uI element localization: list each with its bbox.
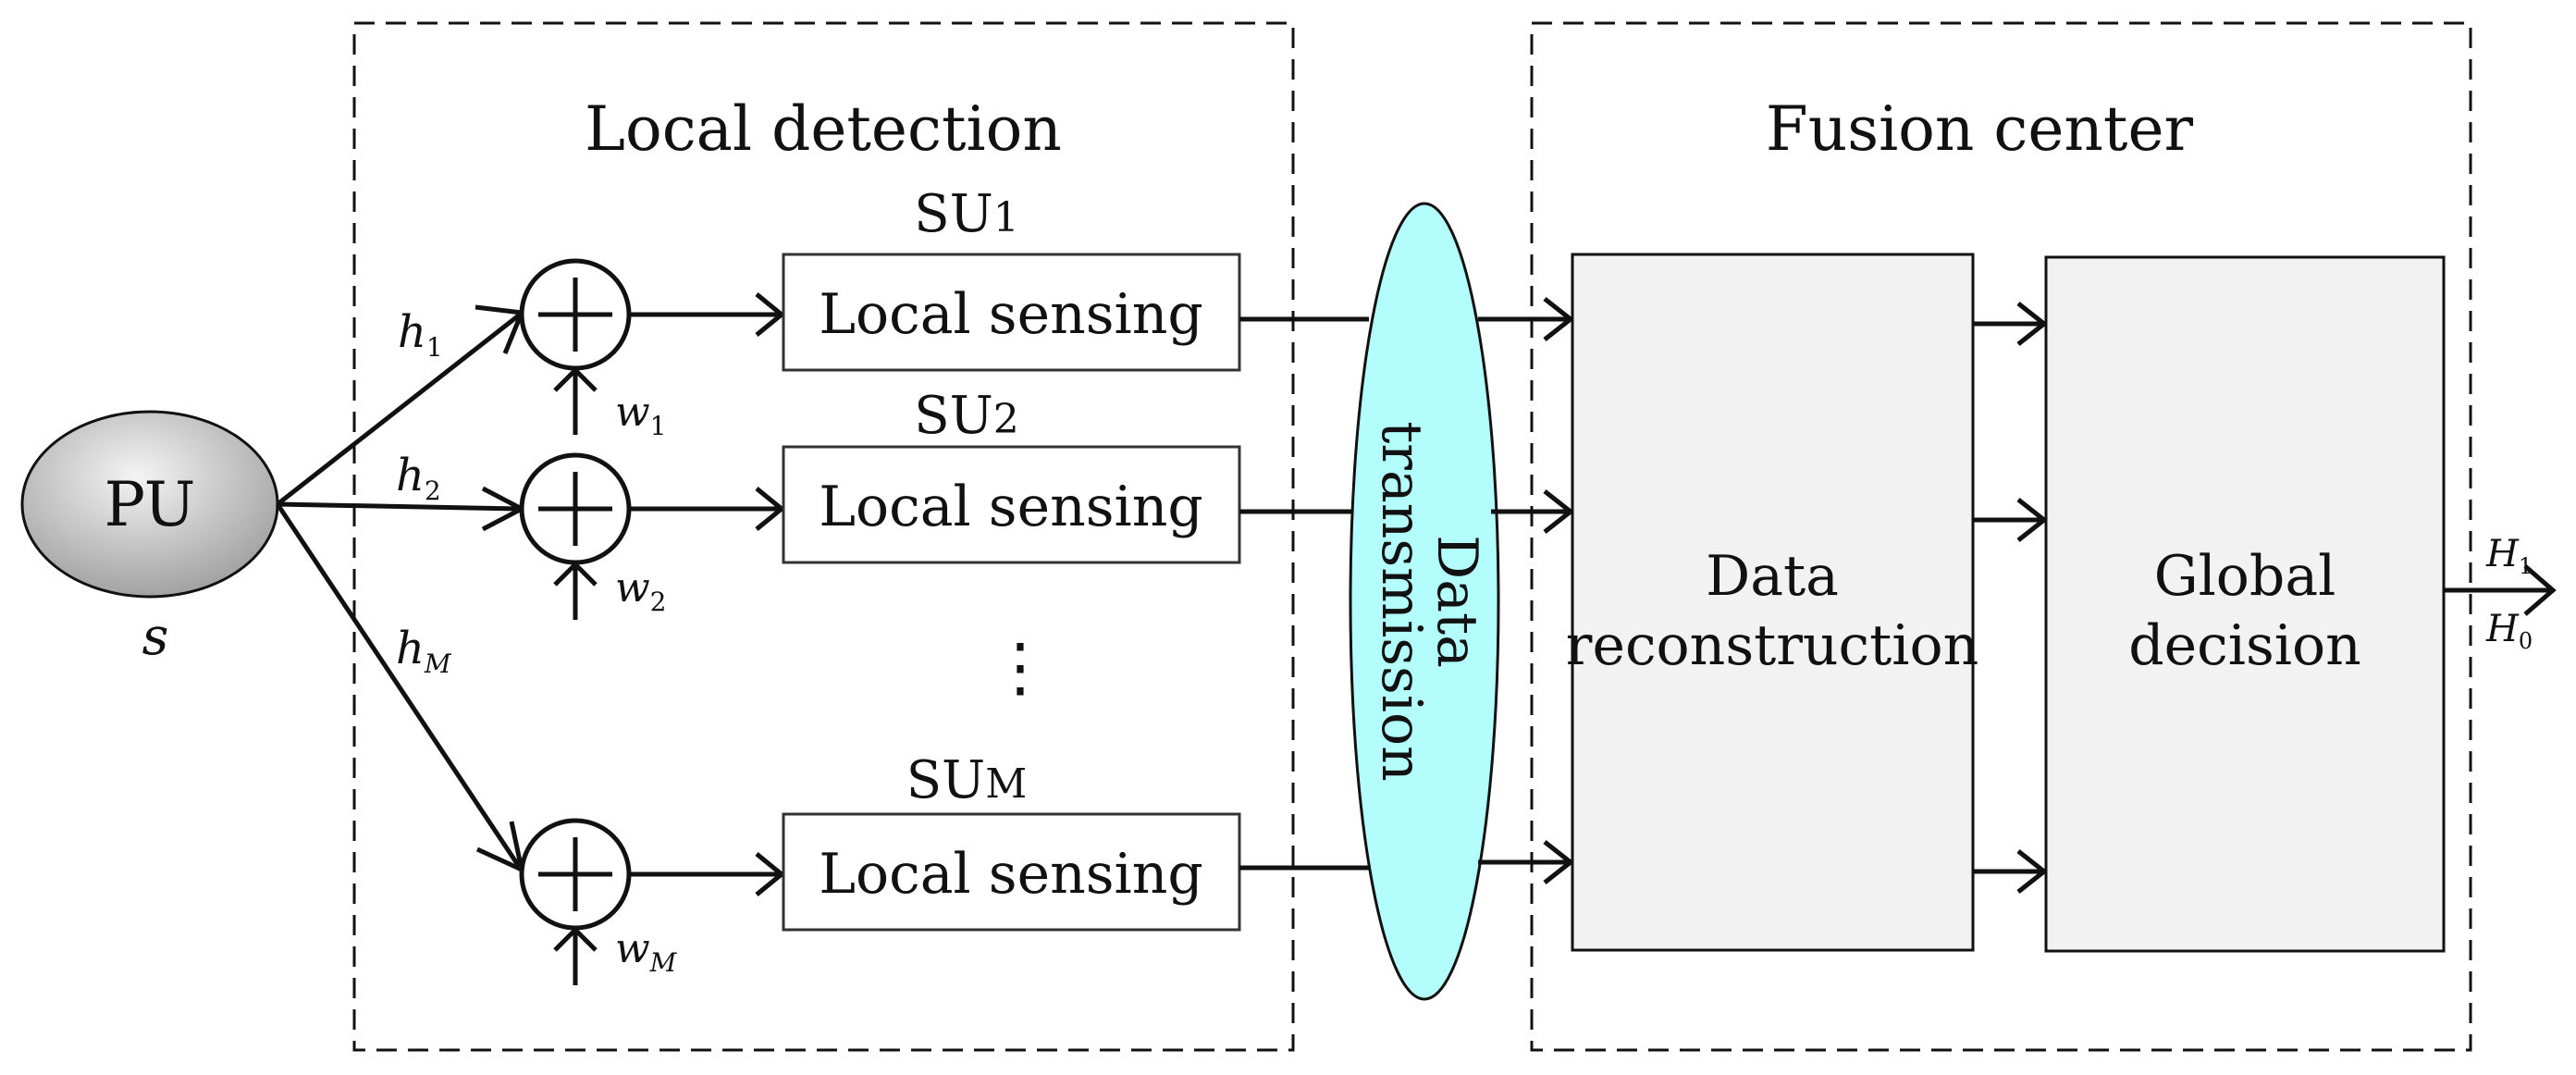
hypothesis-h0-label: H0 [2485, 608, 2533, 654]
local-detection-group [352, 21, 1295, 1052]
local-sensing-box-1 [782, 253, 1241, 372]
noise-label-m: wM [615, 925, 678, 978]
su-label-1: SU1 [914, 184, 1019, 244]
sensing-to-transmission-lines [1239, 316, 1369, 871]
su-label-m: SUM [906, 750, 1028, 810]
local-sensing-label-2: Local sensing [819, 475, 1203, 539]
channel-gain-label-2: h2 [396, 450, 441, 506]
local-sensing-label-m: Local sensing [819, 842, 1203, 907]
fusion-center-group [1530, 21, 2472, 1052]
adder-2 [519, 452, 632, 565]
adder-to-sensing-arrows [629, 292, 785, 896]
adder-1 [519, 258, 632, 371]
data-reconstruction-label-1: Data [1706, 544, 1839, 609]
noise-label-2: w2 [615, 564, 667, 617]
data-reconstruction-label-2: reconstruction [1566, 613, 1978, 678]
global-decision-label-2: decision [2128, 613, 2360, 678]
hypothesis-h1-label: H1 [2485, 533, 2533, 579]
data-reconstruction-box [1571, 253, 1975, 952]
global-decision-box [2044, 255, 2446, 953]
su-label-2: SU2 [914, 386, 1019, 446]
data-transmission-label-1: Data [1424, 535, 1489, 668]
adder-m [519, 818, 632, 931]
fusion-center-title: Fusion center [1766, 93, 2194, 165]
output-arrow [2444, 564, 2557, 616]
transmission-to-reconstruction-arrows [1478, 297, 1575, 884]
noise-arrows [553, 366, 598, 985]
channel-gain-label-m: hM [396, 623, 452, 679]
local-sensing-label-1: Local sensing [819, 282, 1203, 347]
pu-signal-label: s [142, 607, 169, 667]
global-decision-label-1: Global [2154, 544, 2336, 609]
data-transmission-label-2: transmission [1369, 421, 1434, 782]
local-sensing-box-m [782, 812, 1241, 932]
local-sensing-box-2 [782, 445, 1241, 564]
channel-gain-label-1: h1 [398, 306, 443, 363]
reconstruction-to-decision-arrows [1973, 302, 2049, 894]
local-detection-title: Local detection [585, 93, 1062, 165]
data-transmission-node [1349, 202, 1500, 1001]
ellipsis: ⋮ [988, 629, 1053, 705]
pu-label: PU [105, 469, 196, 540]
noise-label-1: w1 [615, 389, 667, 441]
channel-lines [275, 304, 527, 874]
